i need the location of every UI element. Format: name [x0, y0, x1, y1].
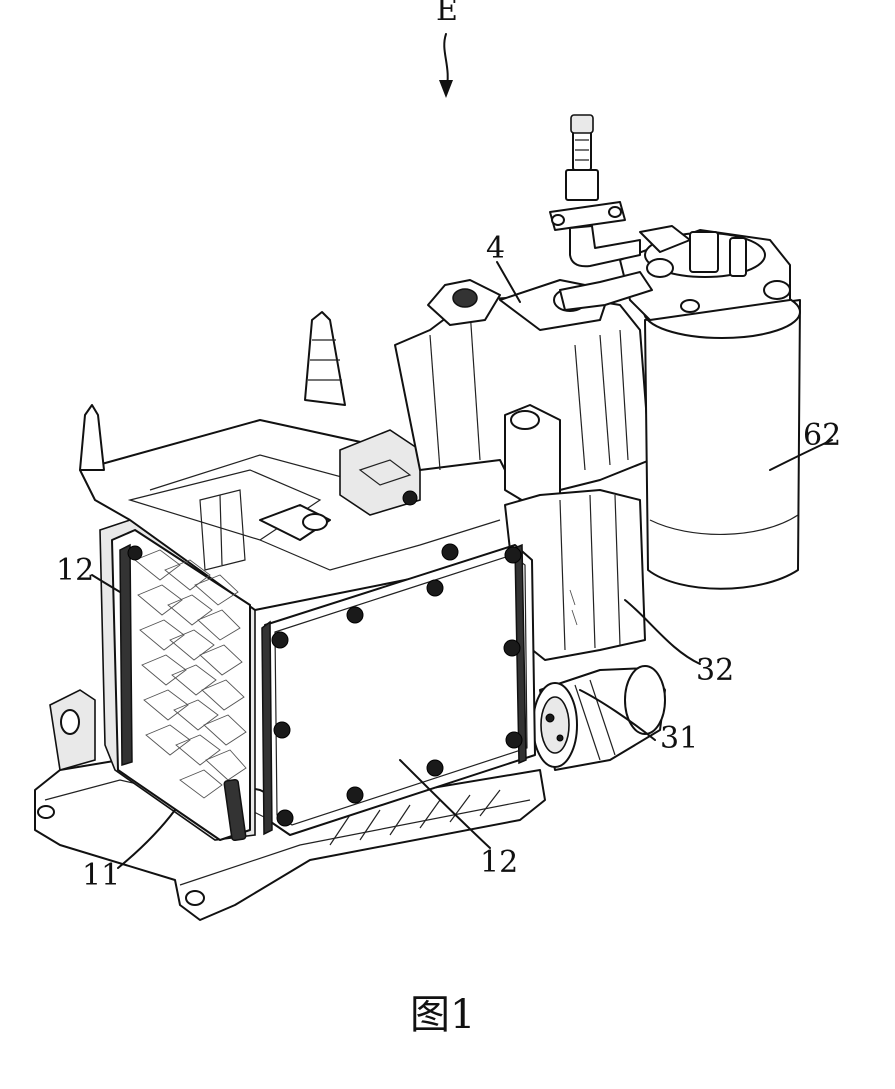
- bolt: [442, 544, 458, 560]
- bolt: [427, 760, 443, 776]
- bolt: [504, 640, 520, 656]
- direction-indicator: E: [436, 0, 458, 98]
- direction-arrow-head: [439, 80, 453, 98]
- bolt: [274, 722, 290, 738]
- figure-caption: 图1: [410, 992, 475, 1038]
- bolt: [505, 547, 521, 563]
- bolt: [347, 607, 363, 623]
- cylinder-canister: [620, 226, 800, 589]
- bolt: [427, 580, 443, 596]
- label-left-panel: 12: [56, 553, 94, 588]
- label-front-panel: 12: [480, 845, 518, 880]
- label-motor: 31: [660, 721, 698, 756]
- bolt: [277, 810, 293, 826]
- motor: [533, 666, 665, 770]
- bolt: [347, 787, 363, 803]
- label-tank: 4: [486, 231, 505, 266]
- bolt: [128, 546, 142, 560]
- bolt: [272, 632, 288, 648]
- label-pump-body: 32: [696, 653, 734, 688]
- label-cylinder: 62: [803, 418, 841, 453]
- direction-label: E: [436, 0, 458, 28]
- bolt: [403, 491, 417, 505]
- label-base: 11: [82, 858, 120, 893]
- bolt: [506, 732, 522, 748]
